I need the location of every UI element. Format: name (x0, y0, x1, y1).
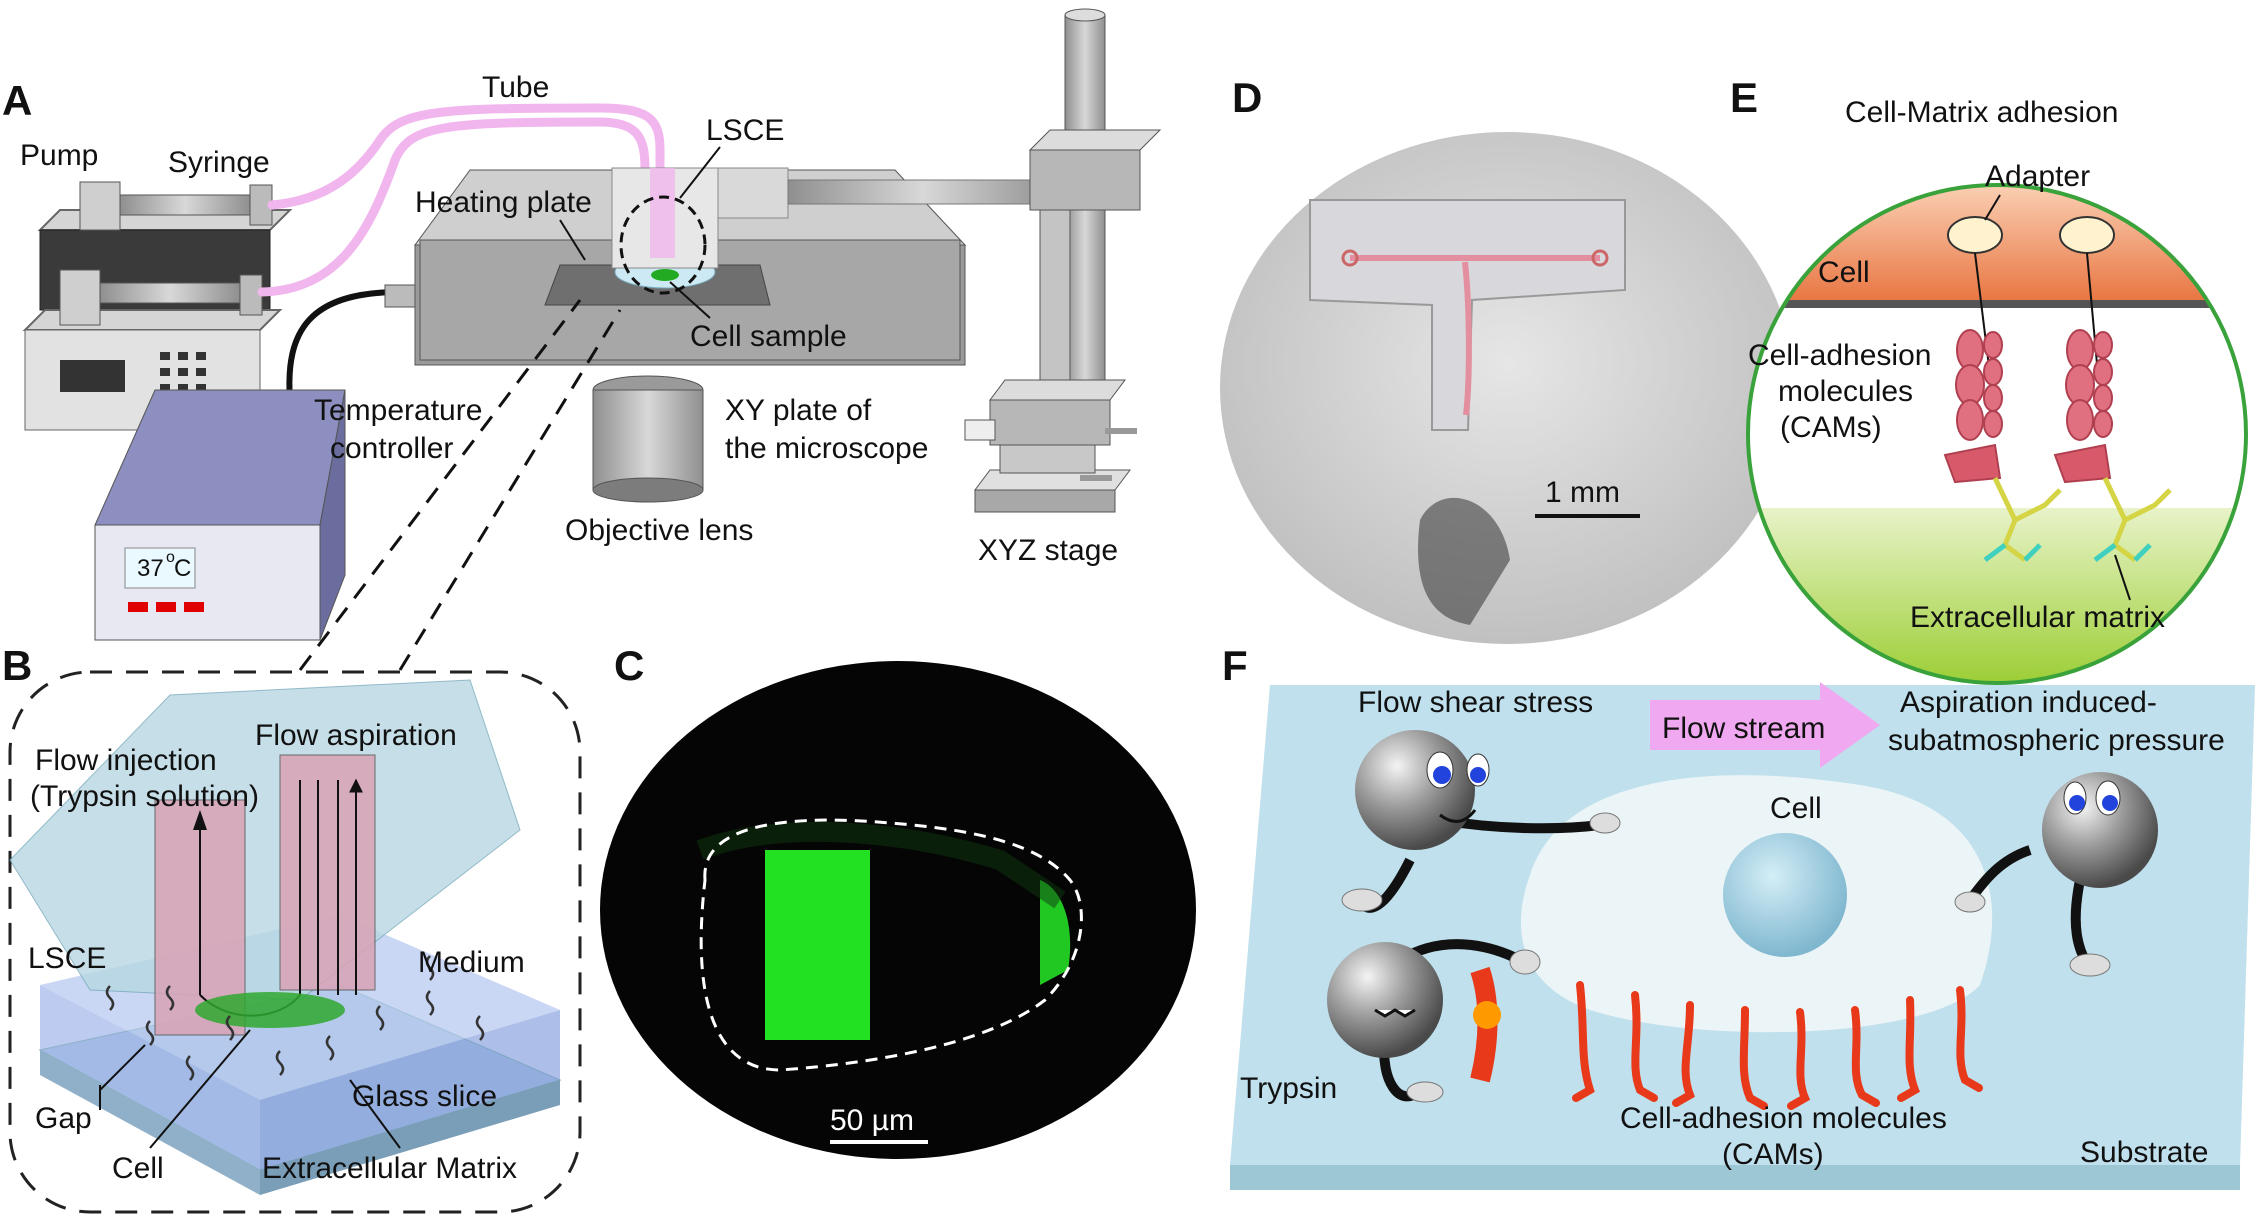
cell-b-label: Cell (112, 1152, 164, 1185)
fluorescent-cell-body (765, 850, 870, 1040)
ecm-springs (105, 955, 485, 1081)
lsce-probe (611, 167, 1059, 295)
panel-b: B (2, 642, 582, 1214)
cams-e-label-2: molecules (1778, 375, 1913, 408)
trypsin-label: Trypsin (1240, 1072, 1337, 1105)
ecm-e-label: Extracellular matrix (1910, 601, 2165, 634)
heating-plate-label: Heating plate (415, 186, 592, 219)
objective-lens-label: Objective lens (565, 514, 753, 547)
flow-injection-label-1: Flow injection (35, 744, 217, 777)
zoom-line-left (298, 299, 582, 671)
flow-shear-robot (1341, 730, 1621, 913)
cams-e-label-3: (CAMs) (1780, 411, 1882, 444)
pump-label: Pump (20, 139, 98, 172)
panel-d-letter: D (1232, 74, 1262, 121)
xyz-stage (964, 8, 1162, 513)
tube (257, 103, 665, 297)
temperature-controller-label-1: Temperature (314, 394, 482, 427)
nucleus (1723, 833, 1847, 957)
degree-sup: o (166, 549, 175, 566)
cell-sample-label: Cell sample (690, 320, 847, 353)
flow-stream-label: Flow stream (1662, 712, 1825, 745)
cell-b (195, 992, 345, 1028)
cell-matrix-title: Cell-Matrix adhesion (1845, 96, 2118, 129)
cams-f (1572, 981, 1983, 1110)
temperature-unit: C (174, 555, 191, 582)
panel-c-letter: C (614, 642, 644, 689)
flow-injection-label-2: (Trypsin solution) (30, 780, 259, 813)
flow-shear-label: Flow shear stress (1358, 686, 1593, 719)
cams-f-label-1: Cell-adhesion molecules (1620, 1102, 1947, 1135)
panel-f: F Flow stream Cell (1222, 642, 2255, 1190)
scale-bar-c-label: 50 µm (830, 1104, 914, 1137)
lsce-block (9, 679, 521, 1001)
aspiration-label-1: Aspiration induced- (1900, 686, 2157, 719)
cams-e-label-1: Cell-adhesion (1748, 339, 1931, 372)
lsce-b-label: LSCE (28, 942, 106, 975)
glass-slice-label: Glass slice (352, 1080, 497, 1113)
panel-d: D 1 mm (1220, 74, 1794, 644)
flow-stream-arrow (1650, 682, 1880, 768)
panel-f-letter: F (1222, 642, 1248, 689)
temperature-controller: 37 o C (94, 389, 346, 641)
cam-1 (1943, 329, 2003, 484)
medium-label: Medium (418, 946, 525, 979)
objective-lens (592, 375, 704, 503)
panel-a-letter: A (2, 77, 32, 124)
temperature-cable (286, 289, 401, 401)
panel-e-letter: E (1730, 74, 1758, 121)
scale-bar-d-label: 1 mm (1545, 476, 1620, 509)
panel-c: C 50 µm (600, 642, 1196, 1159)
tube-label: Tube (482, 71, 549, 104)
ecm-ligands (1983, 476, 2172, 562)
aspiration-robot (1954, 772, 2158, 977)
cams-f-label-2: (CAMs) (1722, 1138, 1824, 1171)
adapter-label: Adapter (1985, 160, 2090, 193)
substrate-label: Substrate (2080, 1136, 2208, 1169)
aspiration-channel (199, 754, 376, 1017)
cell-outline (699, 818, 1083, 1072)
panel-e: E Cell-Matrix adhesion (1730, 74, 2248, 685)
panel-a: A Pump Syringe Tube (2, 8, 1162, 671)
ecm-b-label: Extracellular Matrix (262, 1152, 517, 1185)
panel-b-letter: B (2, 642, 32, 689)
adapter-2 (2059, 216, 2115, 254)
trypsin-robot (1327, 939, 1541, 1103)
syringe-label: Syringe (168, 146, 270, 179)
adapter-1 (1947, 216, 2003, 254)
temperature-controller-label-2: controller (330, 432, 453, 465)
flow-aspiration-label: Flow aspiration (255, 719, 457, 752)
gap-label: Gap (35, 1102, 92, 1135)
xy-plate-label-2: the microscope (725, 432, 928, 465)
aspiration-label-2: subatmospheric pressure (1888, 724, 2225, 757)
temperature-readout: 37 (137, 555, 164, 582)
fluorescence-image (600, 661, 1196, 1159)
zoom-frame (8, 670, 582, 1214)
cell-e-label: Cell (1818, 256, 1870, 289)
xy-plate-label-1: XY plate of (725, 394, 872, 427)
adhesion-circle (1746, 183, 2248, 685)
lsce-label: LSCE (706, 114, 784, 147)
cam-2 (2053, 329, 2113, 484)
xyz-stage-label: XYZ stage (978, 534, 1118, 567)
cell-f-label: Cell (1770, 792, 1822, 825)
zoom-line-right (398, 309, 622, 671)
